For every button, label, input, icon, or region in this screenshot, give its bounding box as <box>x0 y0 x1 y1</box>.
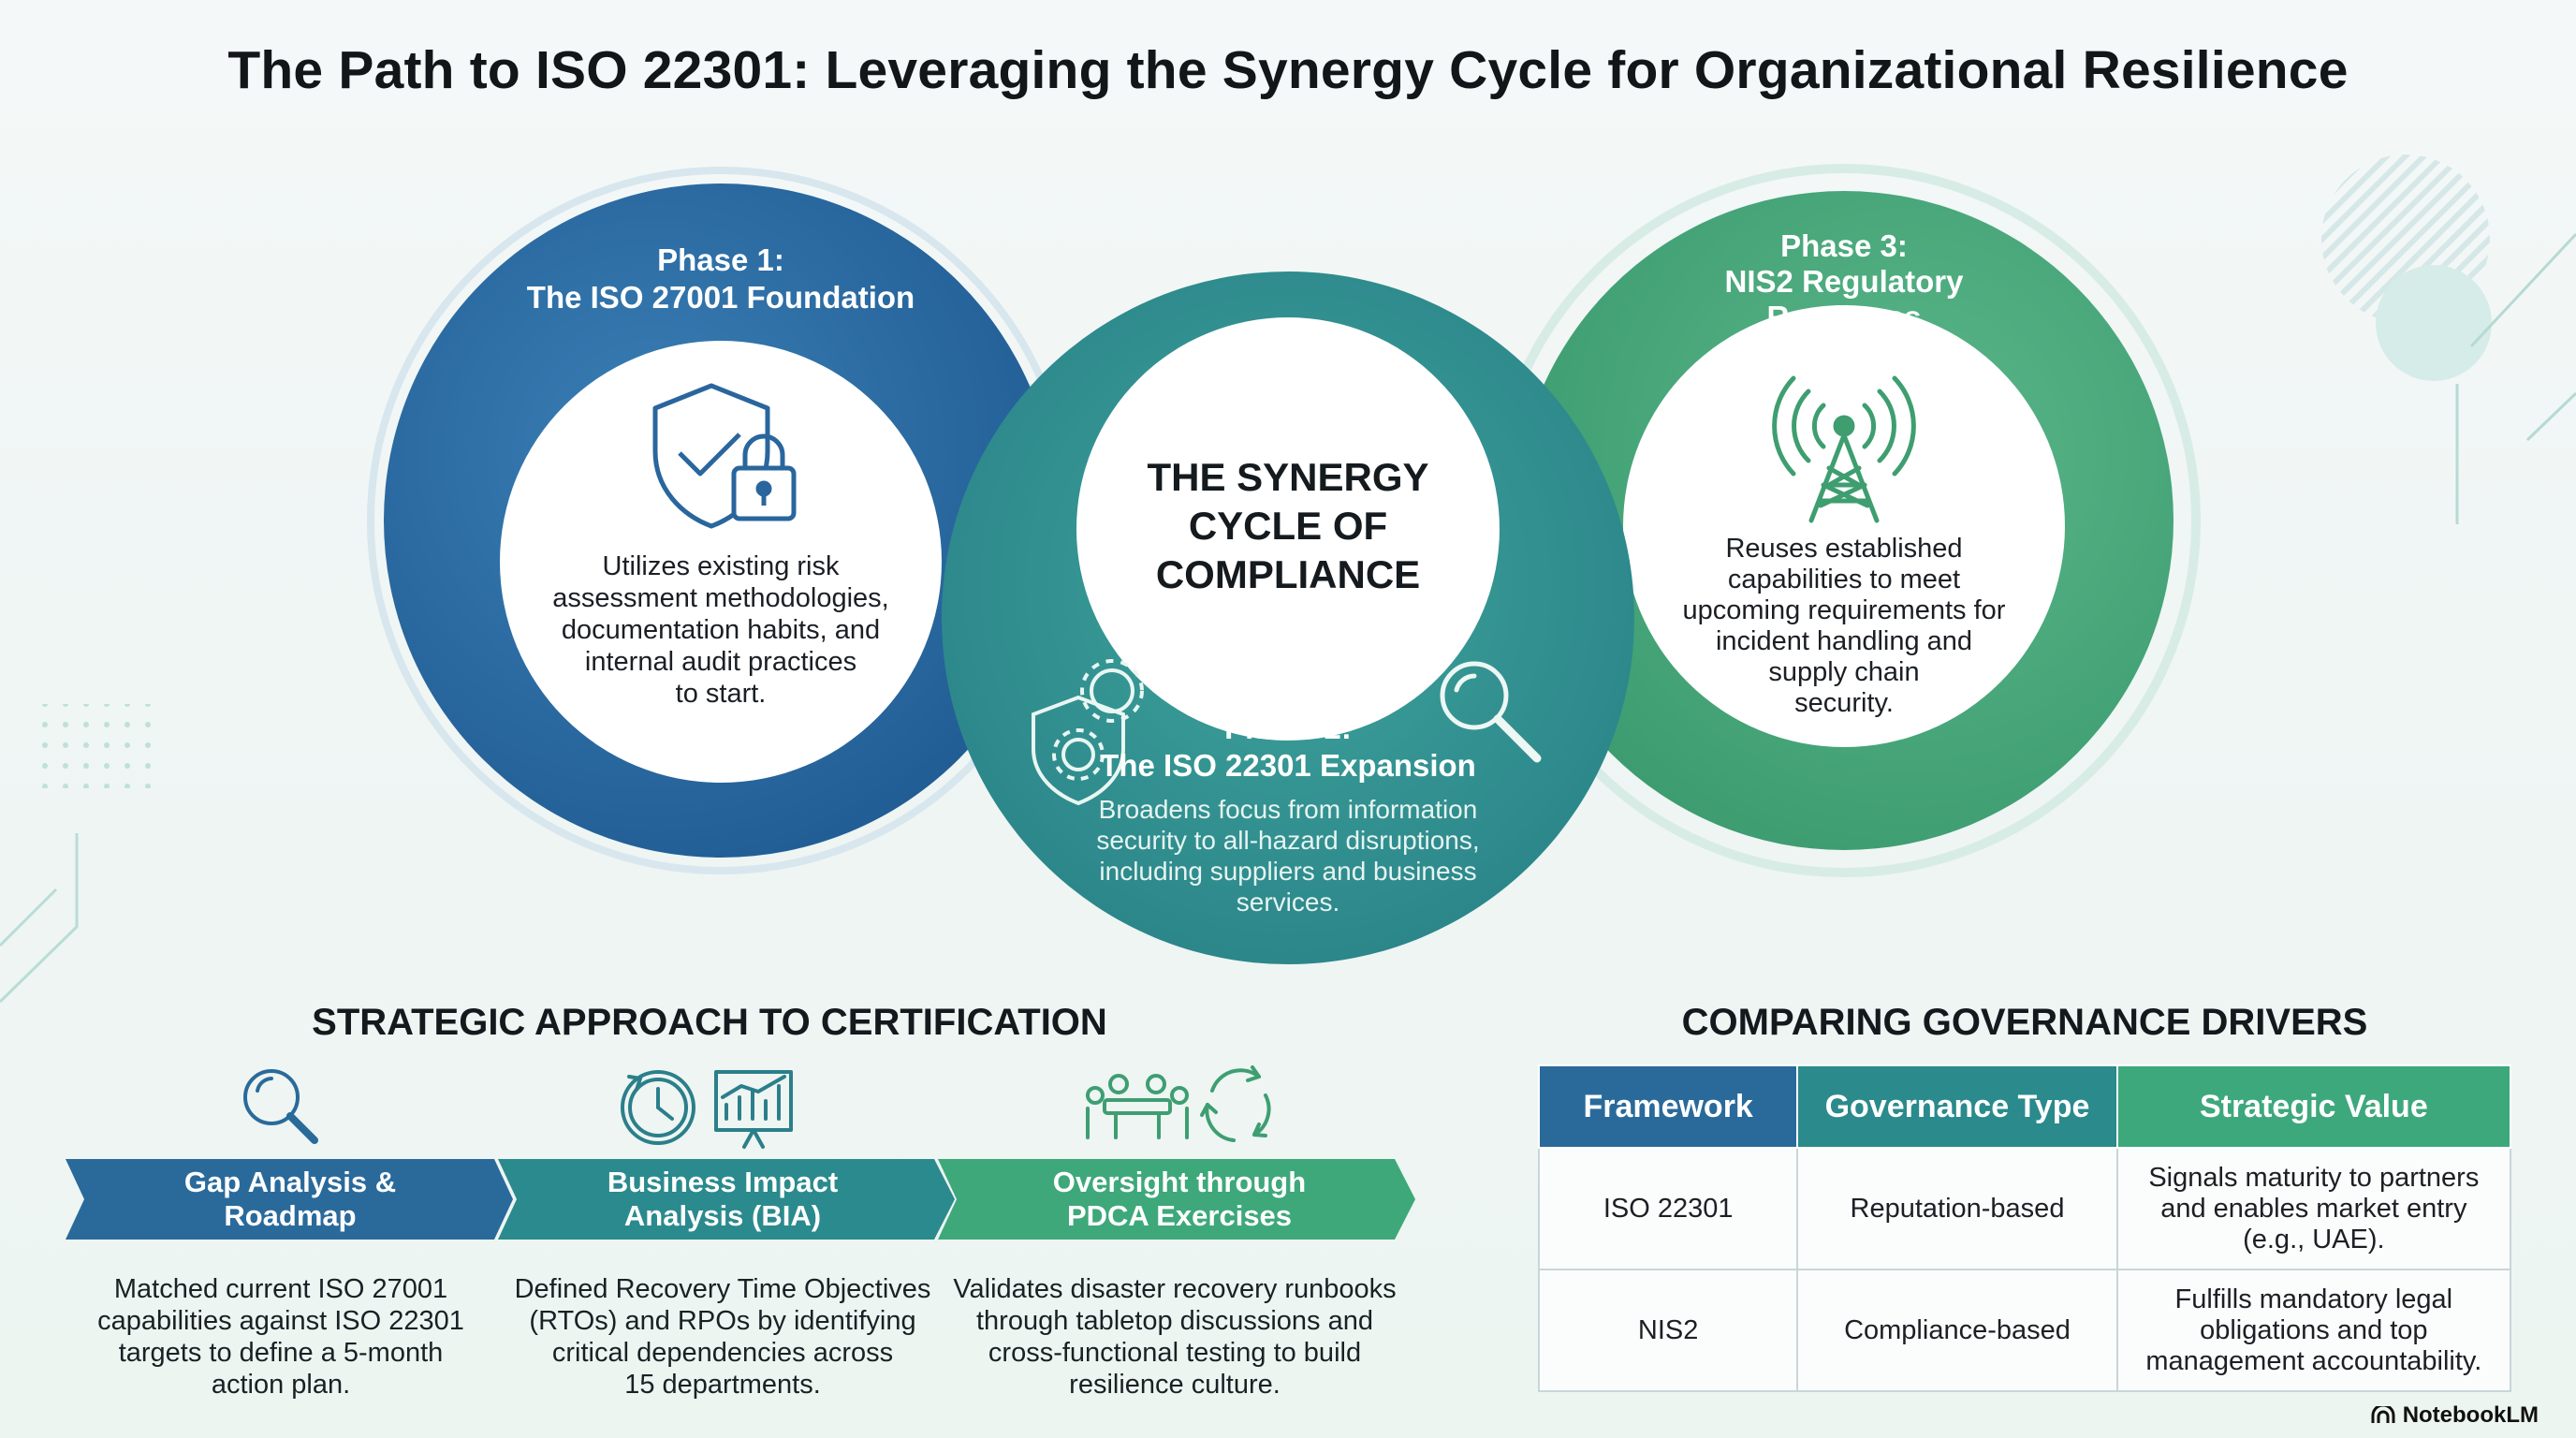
shield-lock-icon <box>652 383 797 529</box>
phase2-label: Phase 2: <box>1224 711 1352 745</box>
phase2-title: Phase 2: The ISO 22301 Expansion <box>1054 710 1522 785</box>
step3-description: Validates disaster recovery runbooks thr… <box>953 1274 1397 1400</box>
step2-description: Defined Recovery Time Objectives (RTOs) … <box>514 1274 931 1400</box>
center-inner-circle <box>1076 317 1500 741</box>
phase3-description: Reuses established capabilities to meet … <box>1682 534 2006 718</box>
comparison-heading: COMPARING GOVERNANCE DRIVERS <box>1681 1002 2368 1043</box>
table-row: ISO 22301 Reputation-based Signals matur… <box>1537 1147 2512 1270</box>
column-header-strategic-value: Strategic Value <box>2115 1064 2512 1149</box>
chevron-bar <box>66 1159 1415 1240</box>
phase2-description: Broadens focus from information security… <box>1096 795 1480 917</box>
chevron-step-2 <box>498 1159 955 1240</box>
phase1-title: Phase 1: The ISO 27001 Foundation <box>487 242 955 316</box>
phase3-label: Phase 3: <box>1780 228 1908 263</box>
phase1-description: Utilizes existing risk assessment method… <box>552 551 889 709</box>
cell-strategic-value: Fulfills mandatory legal obligations and… <box>2115 1269 2512 1392</box>
phase1-inner-circle <box>500 341 942 783</box>
table-header-row: Framework Governance Type Strategic Valu… <box>1537 1064 2512 1149</box>
step1-label: Gap Analysis &Roadmap <box>183 1166 397 1232</box>
phase2-name: The ISO 22301 Expansion <box>1100 748 1476 783</box>
magnifier-icon <box>243 1069 318 1144</box>
notebooklm-icon <box>2371 1406 2395 1423</box>
table-row: NIS2 Compliance-based Fulfills mandatory… <box>1537 1269 2512 1392</box>
brand-logo: NotebookLM <box>2371 1402 2539 1429</box>
step1-description: Matched current ISO 27001 capabilities a… <box>97 1274 464 1400</box>
dot-pattern <box>41 704 163 788</box>
phase3-title: Phase 3: NIS2 Regulatory Readiness <box>1657 228 2031 335</box>
column-header-framework: Framework <box>1537 1064 1799 1149</box>
phase3-name: NIS2 Regulatory <box>1724 264 1964 299</box>
page-title: The Path to ISO 22301: Leveraging the Sy… <box>227 40 2349 100</box>
cell-strategic-value: Signals maturity to partners and enables… <box>2115 1147 2512 1270</box>
shield-gear-icon <box>1032 659 1144 806</box>
chart-board-icon <box>714 1070 793 1149</box>
cell-governance-type: Compliance-based <box>1796 1269 2118 1392</box>
governance-table: Framework Governance Type Strategic Valu… <box>1537 1064 2512 1392</box>
center-title: THE SYNERGY CYCLE OF COMPLIANCE <box>1147 455 1429 596</box>
phase3-inner-circle <box>1623 305 2065 747</box>
radio-tower-icon <box>1772 375 1916 523</box>
brand-name: NotebookLM <box>2402 1402 2539 1428</box>
phase1-label: Phase 1: <box>657 242 784 277</box>
chevron-step-3 <box>938 1159 1415 1240</box>
magnifier-icon <box>1440 661 1542 763</box>
team-meeting-icon <box>1086 1074 1189 1139</box>
cell-governance-type: Reputation-based <box>1796 1147 2118 1270</box>
clock-icon <box>621 1070 695 1145</box>
phase1-name: The ISO 27001 Foundation <box>526 280 915 315</box>
cell-framework: ISO 22301 <box>1537 1147 1799 1270</box>
cell-framework: NIS2 <box>1537 1269 1799 1392</box>
strategic-heading: STRATEGIC APPROACH TO CERTIFICATION <box>312 1002 1107 1043</box>
cycle-arrows-icon <box>1200 1065 1271 1142</box>
chevron-step-1 <box>66 1159 513 1240</box>
column-header-governance-type: Governance Type <box>1796 1064 2118 1149</box>
